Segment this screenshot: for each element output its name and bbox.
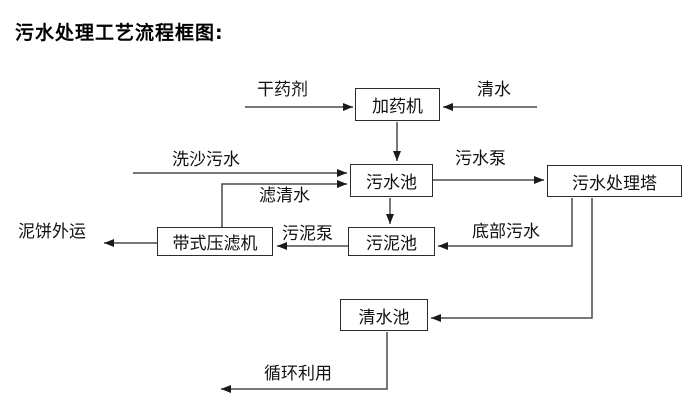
node-sewage-pool: 污水池: [350, 164, 433, 197]
flow-label-clean-water-in: 清水: [477, 80, 511, 100]
node-belt-filter-press: 带式压滤机: [157, 227, 273, 256]
arrow-clean-water-pool-recycling: [221, 332, 388, 393]
arrow-bottom-sewage-tower-to-sludge-pool: [438, 198, 573, 250]
arrow-filtered-water-press-to-sewage-pool: [221, 180, 347, 227]
flow-label-filtered-clean-water: 滤清水: [259, 186, 310, 206]
flow-label-dry-chemical-agent: 干药剂: [257, 80, 308, 100]
flow-label-sewage-pump: 污水泵: [455, 149, 506, 169]
node-sludge-pool: 污泥池: [348, 227, 435, 256]
flow-label-mud-cake-outbound: 泥饼外运: [18, 222, 86, 242]
node-sewage-pool-label: 污水池: [366, 173, 417, 193]
node-clean-water-pool-label: 清水池: [358, 307, 410, 328]
node-dosing-machine-label: 加药机: [372, 97, 423, 117]
page-title: 污水处理工艺流程框图:: [15, 22, 224, 44]
node-sludge-pool-label: 污泥池: [366, 234, 417, 254]
arrow-tower-to-clean-water-pool: [431, 198, 593, 322]
node-dosing-machine: 加药机: [355, 88, 440, 121]
flow-label-recycling-reuse: 循环利用: [264, 364, 332, 384]
node-clean-water-pool: 清水池: [340, 299, 428, 331]
flow-label-sand-washing-sewage: 洗沙污水: [172, 150, 240, 170]
node-sewage-treatment-tower: 污水处理塔: [547, 165, 682, 197]
flow-label-bottom-sewage: 底部污水: [472, 222, 540, 242]
node-sewage-treatment-tower-label: 污水处理塔: [572, 173, 657, 194]
flow-label-sludge-pump: 污泥泵: [282, 224, 333, 244]
node-belt-filter-press-label: 带式压滤机: [172, 234, 258, 254]
